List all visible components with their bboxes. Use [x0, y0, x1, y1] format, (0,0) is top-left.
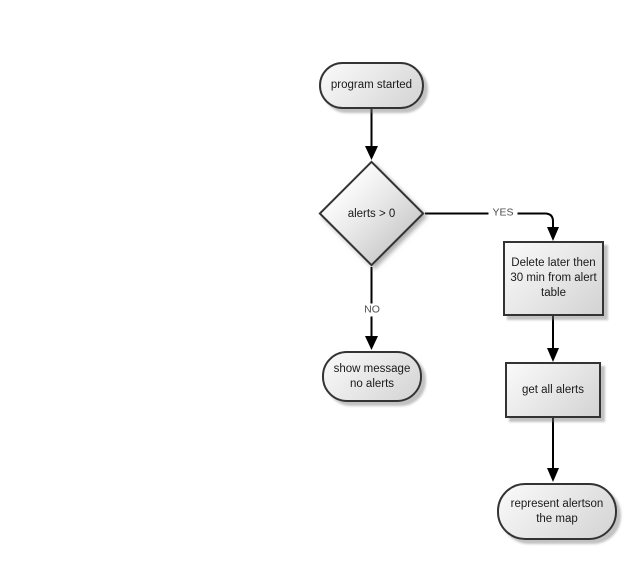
arrowhead-down-icon: [365, 146, 378, 160]
edge-label-no: NO: [360, 303, 384, 317]
node-show-message: show message no alerts: [322, 351, 422, 402]
node-label: get all alerts: [521, 383, 584, 396]
edge-start-to-decision: [365, 109, 378, 160]
node-represent-alerts: represent alertson the map: [497, 483, 617, 540]
edge-label-yes: YES: [488, 206, 518, 220]
node-delete-alerts: Delete later then 30 min from alert tabl…: [503, 241, 604, 316]
arrowhead-down-icon: [547, 468, 559, 482]
node-label: program started: [330, 79, 413, 91]
edge-delete-to-get: [547, 316, 559, 362]
node-label: represent alertson the map: [510, 497, 604, 525]
node-label: alerts > 0: [347, 207, 396, 220]
node-label: Delete later then 30 min from alert tabl…: [510, 257, 597, 299]
node-program-started: program started: [319, 62, 424, 109]
node-get-all-alerts: get all alerts: [505, 362, 601, 418]
arrowhead-down-icon: [547, 348, 559, 362]
edge-get-to-represent: [547, 418, 559, 482]
arrowhead-down-icon: [547, 227, 559, 241]
node-label: show message no alerts: [333, 362, 411, 390]
arrowhead-down-icon: [365, 336, 378, 350]
node-decision-alerts: alerts > 0: [318, 160, 425, 267]
